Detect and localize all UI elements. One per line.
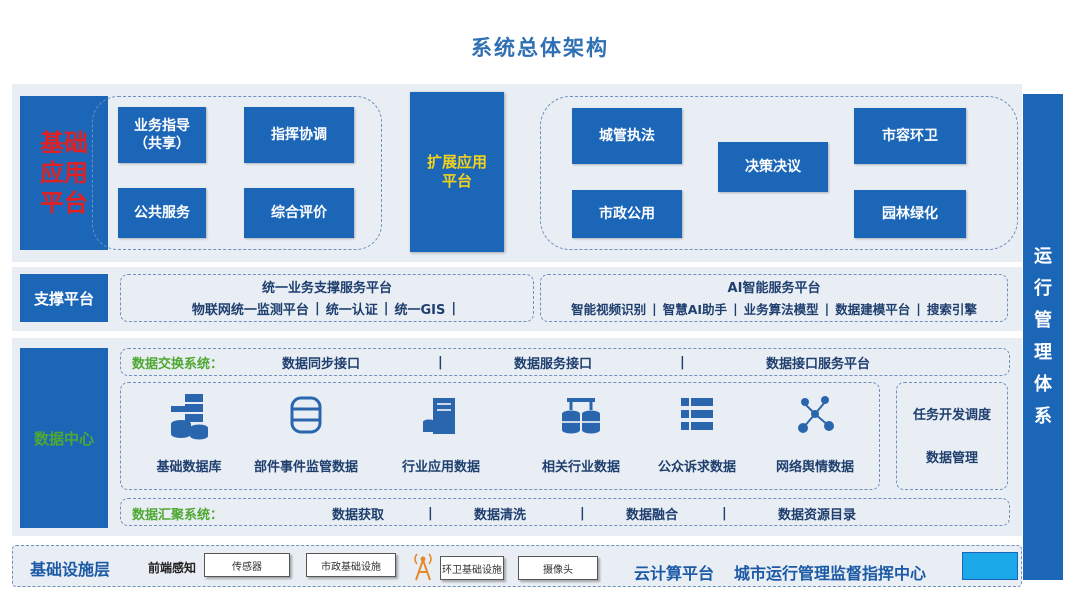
data-aggregation-group: [120, 498, 1010, 526]
public-service-box: 公共服务: [118, 188, 206, 238]
linked-database-icon: [557, 392, 605, 440]
data-acquisition: 数据获取: [332, 508, 385, 523]
data-center-label: 数据中心: [20, 348, 108, 528]
landscaping-box: 园林绿化: [854, 190, 966, 238]
database-item: 基础数据库: [134, 392, 244, 475]
data-cleaning: 数据清洗: [474, 508, 527, 523]
iot-monitoring-platform: 物联网统一监测平台: [191, 303, 309, 318]
separator: |: [680, 355, 685, 370]
separator: |: [916, 301, 921, 316]
database-label: 网络舆情数据: [775, 460, 854, 475]
separator: |: [451, 301, 457, 316]
separator: |: [824, 301, 830, 316]
diagram-title: 系统总体架构: [471, 36, 609, 60]
camera-box: 摄像头: [518, 556, 598, 580]
urban-law-enforcement-box: 城管执法: [572, 108, 682, 164]
video-recognition: 智能视频识别: [571, 302, 647, 317]
unified-support-items: 物联网统一监测平台 | 统一认证 | 统一GIS |: [120, 299, 534, 318]
task-scheduling-label: 任务开发调度: [912, 408, 991, 423]
separator: |: [314, 301, 320, 316]
database-item: 行业应用数据: [386, 392, 496, 475]
separator: |: [383, 301, 389, 316]
basic-application-group: [92, 96, 382, 250]
municipal-infrastructure-box: 市政基础设施: [306, 553, 396, 577]
data-fusion: 数据融合: [626, 508, 679, 523]
database-icon: [284, 392, 328, 440]
search-engine: 搜索引擎: [926, 302, 977, 317]
municipal-utilities-box: 市政公用: [572, 190, 682, 238]
cloud-computing-label: 云计算平台: [634, 564, 715, 583]
extended-application-group: [540, 96, 1018, 250]
database-label: 部件事件监管数据: [253, 460, 358, 475]
extended-application-platform-label: 扩展应用 平台: [410, 92, 504, 252]
signal-tower-icon: [410, 550, 436, 582]
database-label: 相关行业数据: [541, 460, 620, 475]
city-sanitation-box: 市容环卫: [854, 108, 966, 164]
database-group: [120, 382, 880, 490]
database-label: 公众诉求数据: [657, 460, 736, 475]
unified-support-title: 统一业务支撑服务平台: [261, 281, 392, 296]
task-management-group: [896, 382, 1008, 490]
separator: |: [438, 355, 443, 370]
algorithm-models: 业务算法模型: [743, 302, 819, 317]
database-item: 部件事件监管数据: [246, 392, 366, 475]
command-coordination-box: 指挥协调: [244, 107, 354, 163]
infrastructure-label: 基础设施层: [30, 560, 111, 579]
unified-business-support-group: [120, 274, 534, 322]
command-center-swatch: [962, 552, 1018, 580]
data-exchange-group: [120, 348, 1010, 376]
command-center-label: 城市运行管理监督指挥中心: [734, 564, 927, 583]
frontend-sensing-label: 前端感知: [148, 561, 197, 575]
separator: |: [722, 506, 727, 521]
data-aggregation-label: 数据汇聚系统：: [132, 508, 224, 523]
infrastructure-band: [12, 545, 1022, 587]
comprehensive-evaluation-box: 综合评价: [244, 188, 354, 238]
server-list-icon: [675, 392, 719, 440]
database-item: 网络舆情数据: [760, 392, 870, 475]
ai-assistant: 智慧AI助手: [662, 302, 728, 317]
ai-platform-title: AI智能服务平台: [727, 281, 821, 296]
ai-platform-items: 智能视频识别 | 智慧AI助手 | 业务算法模型 | 数据建模平台 | 搜索引擎: [540, 299, 1008, 318]
data-service-interface: 数据服务接口: [514, 357, 593, 372]
database-item: 相关行业数据: [526, 392, 636, 475]
database-item: 公众诉求数据: [642, 392, 752, 475]
database-label: 行业应用数据: [401, 460, 480, 475]
network-nodes-icon: [791, 392, 839, 440]
server-rack-icon: [419, 392, 463, 440]
data-resource-catalog: 数据资源目录: [778, 508, 857, 523]
unified-authentication: 统一认证: [325, 303, 378, 318]
database-server-icon: [167, 392, 211, 440]
separator: |: [652, 301, 657, 316]
separator: |: [428, 506, 433, 521]
data-aggregation-row: 数据汇聚系统： 数据获取 | 数据清洗 | 数据融合 | 数据资源目录: [132, 504, 1002, 523]
data-interface-service-platform: 数据接口服务平台: [766, 357, 871, 372]
separator: |: [580, 506, 585, 521]
business-guidance-box: 业务指导 （共享）: [118, 107, 206, 163]
operations-management-system-bar: 运 行 管 理 体 系: [1023, 94, 1063, 580]
unified-gis: 统一GIS: [394, 303, 446, 318]
data-exchange-row: 数据交换系统： 数据同步接口 | 数据服务接口 | 数据接口服务平台: [132, 353, 1002, 372]
support-platform-label: 支撑平台: [20, 274, 108, 322]
data-modeling-platform: 数据建模平台: [835, 302, 911, 317]
sensor-box: 传感器: [204, 553, 290, 577]
decision-box: 决策决议: [718, 142, 828, 192]
support-layer-band: [12, 267, 1022, 331]
data-exchange-label: 数据交换系统：: [132, 357, 224, 372]
data-sync-interface: 数据同步接口: [282, 357, 361, 372]
separator: |: [733, 301, 738, 316]
database-label: 基础数据库: [156, 460, 222, 475]
sanitation-infrastructure-box: 环卫基础设施: [440, 556, 504, 580]
ai-service-platform-group: [540, 274, 1008, 322]
data-management-label: 数据管理: [925, 451, 978, 466]
